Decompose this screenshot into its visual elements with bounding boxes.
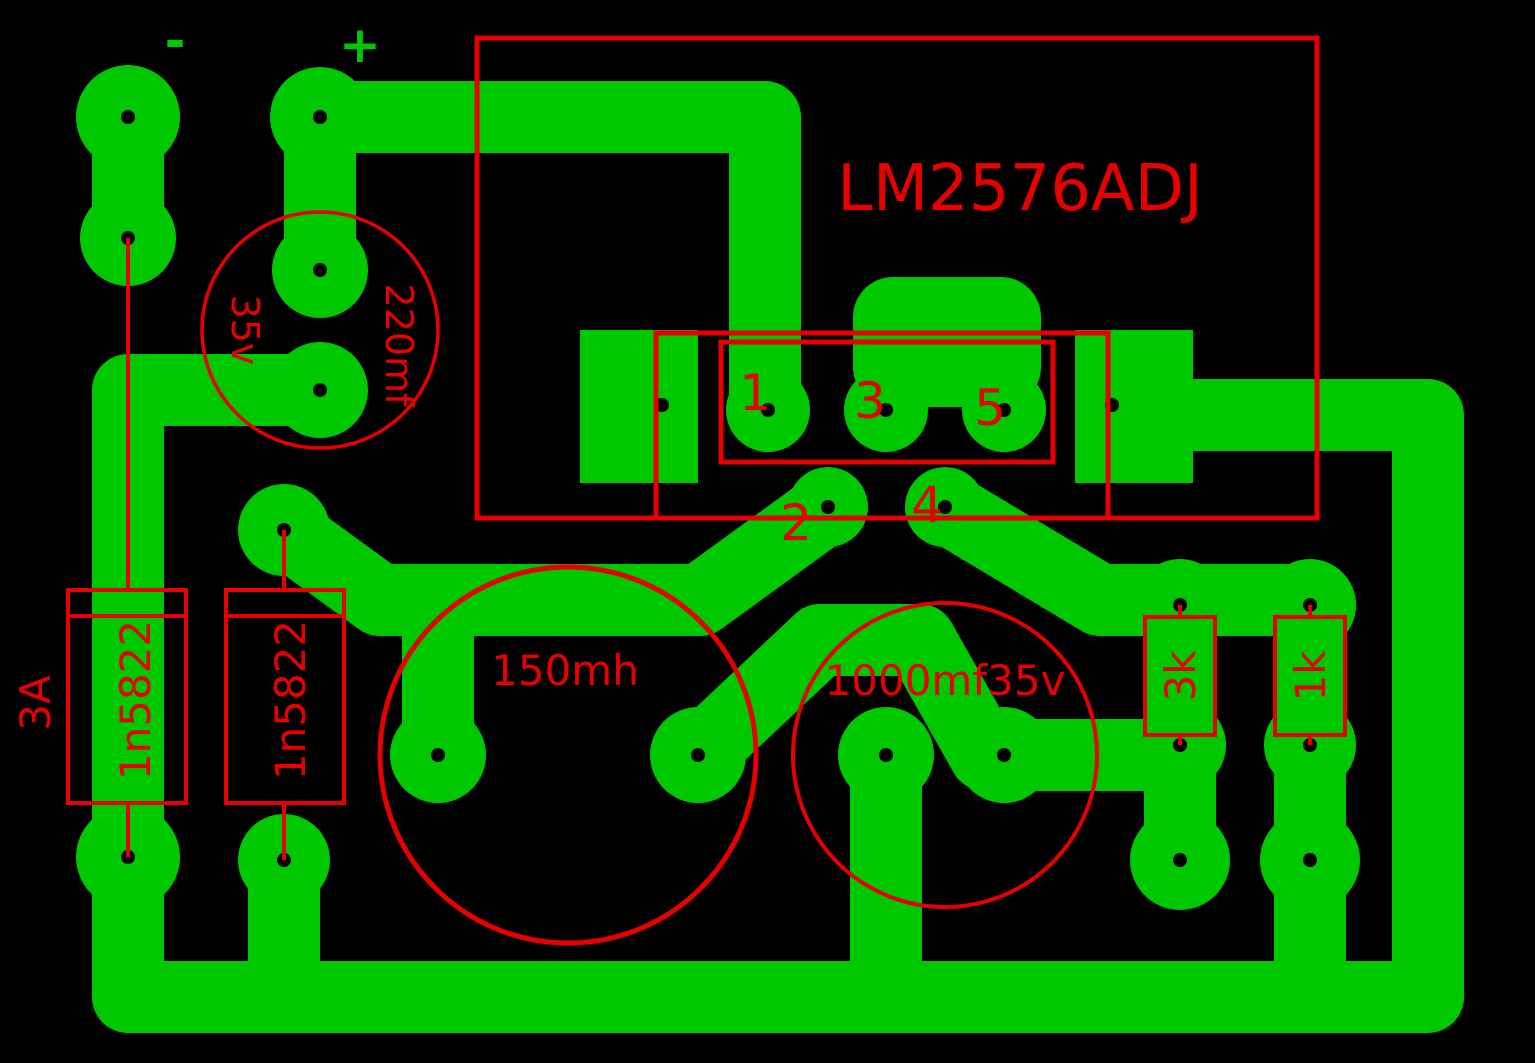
cap-out-outline <box>791 601 1099 909</box>
cap-in-value-label: 220mf <box>377 284 421 409</box>
regulator-pin2-label: 2 <box>780 494 812 552</box>
inductor-label: 150mh <box>491 646 639 695</box>
drill-hole <box>821 500 835 514</box>
drill-hole <box>997 403 1011 417</box>
drill-holes <box>121 110 1317 867</box>
regulator-body-outline <box>653 330 1111 521</box>
drill-hole <box>997 748 1011 762</box>
cap-in-voltage-label: 35v <box>223 295 267 366</box>
trace-feedback <box>909 471 1346 636</box>
diode1-part-label: 1n5822 <box>111 620 160 780</box>
trace-vin-to-pin1 <box>284 81 801 436</box>
drill-hole <box>691 748 705 762</box>
drill-hole <box>1173 853 1187 867</box>
regulator-pin3-label: 3 <box>854 372 886 430</box>
terminal-minus-label: - <box>165 12 186 70</box>
regulator-pin5-label: 5 <box>974 379 1006 437</box>
drill-hole <box>879 403 893 417</box>
resistor2-value-label: 1k <box>1286 650 1335 702</box>
mount-pad-left <box>580 330 698 483</box>
drill-hole <box>761 403 775 417</box>
regulator-name-label: LM2576ADJ <box>837 152 1203 226</box>
regulator-pin4-label: 4 <box>911 476 943 534</box>
diode2-part-label: 1n5822 <box>266 620 315 780</box>
silkscreen-layer <box>66 35 1347 946</box>
drill-hole <box>879 748 893 762</box>
diode1-current-label: 3A <box>11 675 60 731</box>
drill-hole <box>313 263 327 277</box>
drill-hole <box>121 110 135 124</box>
cap-out-label: 1000mf35v <box>825 656 1066 705</box>
inductor-outline <box>377 564 759 946</box>
mount-pad-right <box>1075 330 1193 483</box>
labels: - + LM2576ADJ 1 3 5 2 4 220mf 35v 150mh … <box>11 12 1335 780</box>
regulator-pin1-label: 1 <box>739 364 771 422</box>
terminal-plus-label: + <box>339 16 381 74</box>
cap-in-outline <box>200 210 440 450</box>
trace-ground-loop <box>92 354 1464 1033</box>
drill-hole <box>938 500 952 514</box>
drill-hole <box>313 110 327 124</box>
drill-hole <box>431 748 445 762</box>
drill-hole <box>313 383 327 397</box>
trace-diode-to-pin2 <box>248 471 864 636</box>
regulator-pin-outline <box>718 339 1056 465</box>
drill-hole <box>1303 853 1317 867</box>
resistor1-value-label: 3k <box>1156 650 1205 702</box>
